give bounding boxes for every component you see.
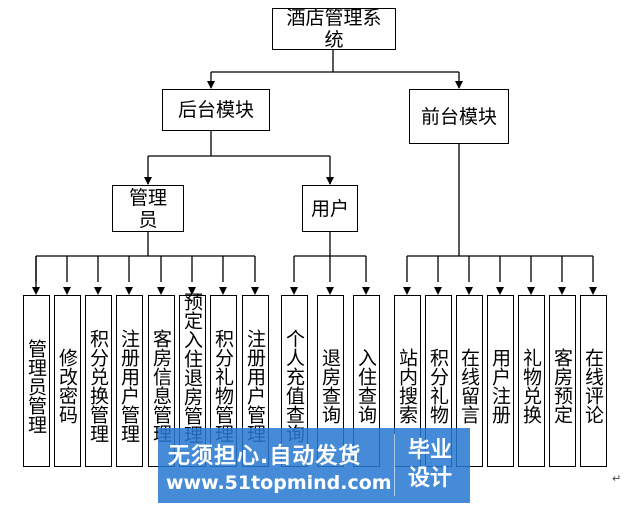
- watermark-url: www.51topmind.com: [166, 472, 392, 494]
- user-item-label: 入住查询: [355, 348, 377, 424]
- admin-item-label: 预定入住退房管理: [181, 291, 203, 444]
- frontend-item-label: 在线留言: [458, 348, 480, 424]
- watermark-badge-line1: 毕业: [407, 438, 452, 463]
- admin-item-label: 管理员管理: [25, 338, 47, 434]
- admin-item-4: 注册用户管理: [116, 295, 143, 467]
- user-label: 用户: [310, 197, 349, 220]
- admin-item-2: 修改密码: [54, 295, 81, 467]
- admin-item-3: 积分兑换管理: [85, 295, 112, 467]
- frontend-item-label: 客房预定: [551, 348, 573, 424]
- frontend-module-node: 前台模块: [409, 89, 509, 144]
- frontend-module-label: 前台模块: [420, 105, 497, 128]
- user-item-label: 个人充值查询: [283, 329, 305, 443]
- backend-module-node: 后台模块: [162, 89, 270, 131]
- watermark-badge: 毕业 设计: [394, 434, 465, 496]
- frontend-item-label: 积分礼物: [427, 348, 449, 424]
- frontend-item-7: 在线评论: [580, 295, 607, 467]
- watermark-banner: 无须担心.自动发货 www.51topmind.com 毕业 设计: [158, 428, 470, 503]
- admin-item-label: 修改密码: [56, 348, 78, 424]
- watermark-text: 无须担心.自动发货: [168, 444, 362, 469]
- frontend-item-label: 礼物兑换: [520, 348, 542, 424]
- user-node: 用户: [302, 185, 358, 232]
- admin-item-label: 注册用户管理: [244, 329, 266, 443]
- frontend-item-label: 站内搜索: [396, 348, 418, 424]
- frontend-item-5: 礼物兑换: [518, 295, 545, 467]
- root-label: 酒店管理系统: [286, 8, 382, 50]
- frontend-item-4: 用户注册: [487, 295, 514, 467]
- user-item-label: 退房查询: [319, 348, 341, 424]
- admin-label: 管理员: [128, 186, 167, 231]
- return-mark-icon: ↵: [612, 472, 622, 485]
- admin-item-label: 积分礼物管理: [212, 329, 234, 443]
- admin-item-1: 管理员管理: [23, 295, 50, 467]
- admin-item-label: 积分兑换管理: [87, 329, 109, 443]
- backend-module-label: 后台模块: [177, 99, 254, 121]
- root-node: 酒店管理系统: [272, 8, 396, 50]
- admin-item-label: 注册用户管理: [118, 329, 140, 443]
- frontend-item-label: 在线评论: [582, 348, 604, 424]
- frontend-item-label: 用户注册: [489, 348, 511, 424]
- admin-item-label: 客房信息管理: [150, 329, 172, 443]
- watermark-badge-line2: 设计: [407, 466, 452, 491]
- admin-node: 管理员: [112, 185, 184, 232]
- frontend-item-6: 客房预定: [549, 295, 576, 467]
